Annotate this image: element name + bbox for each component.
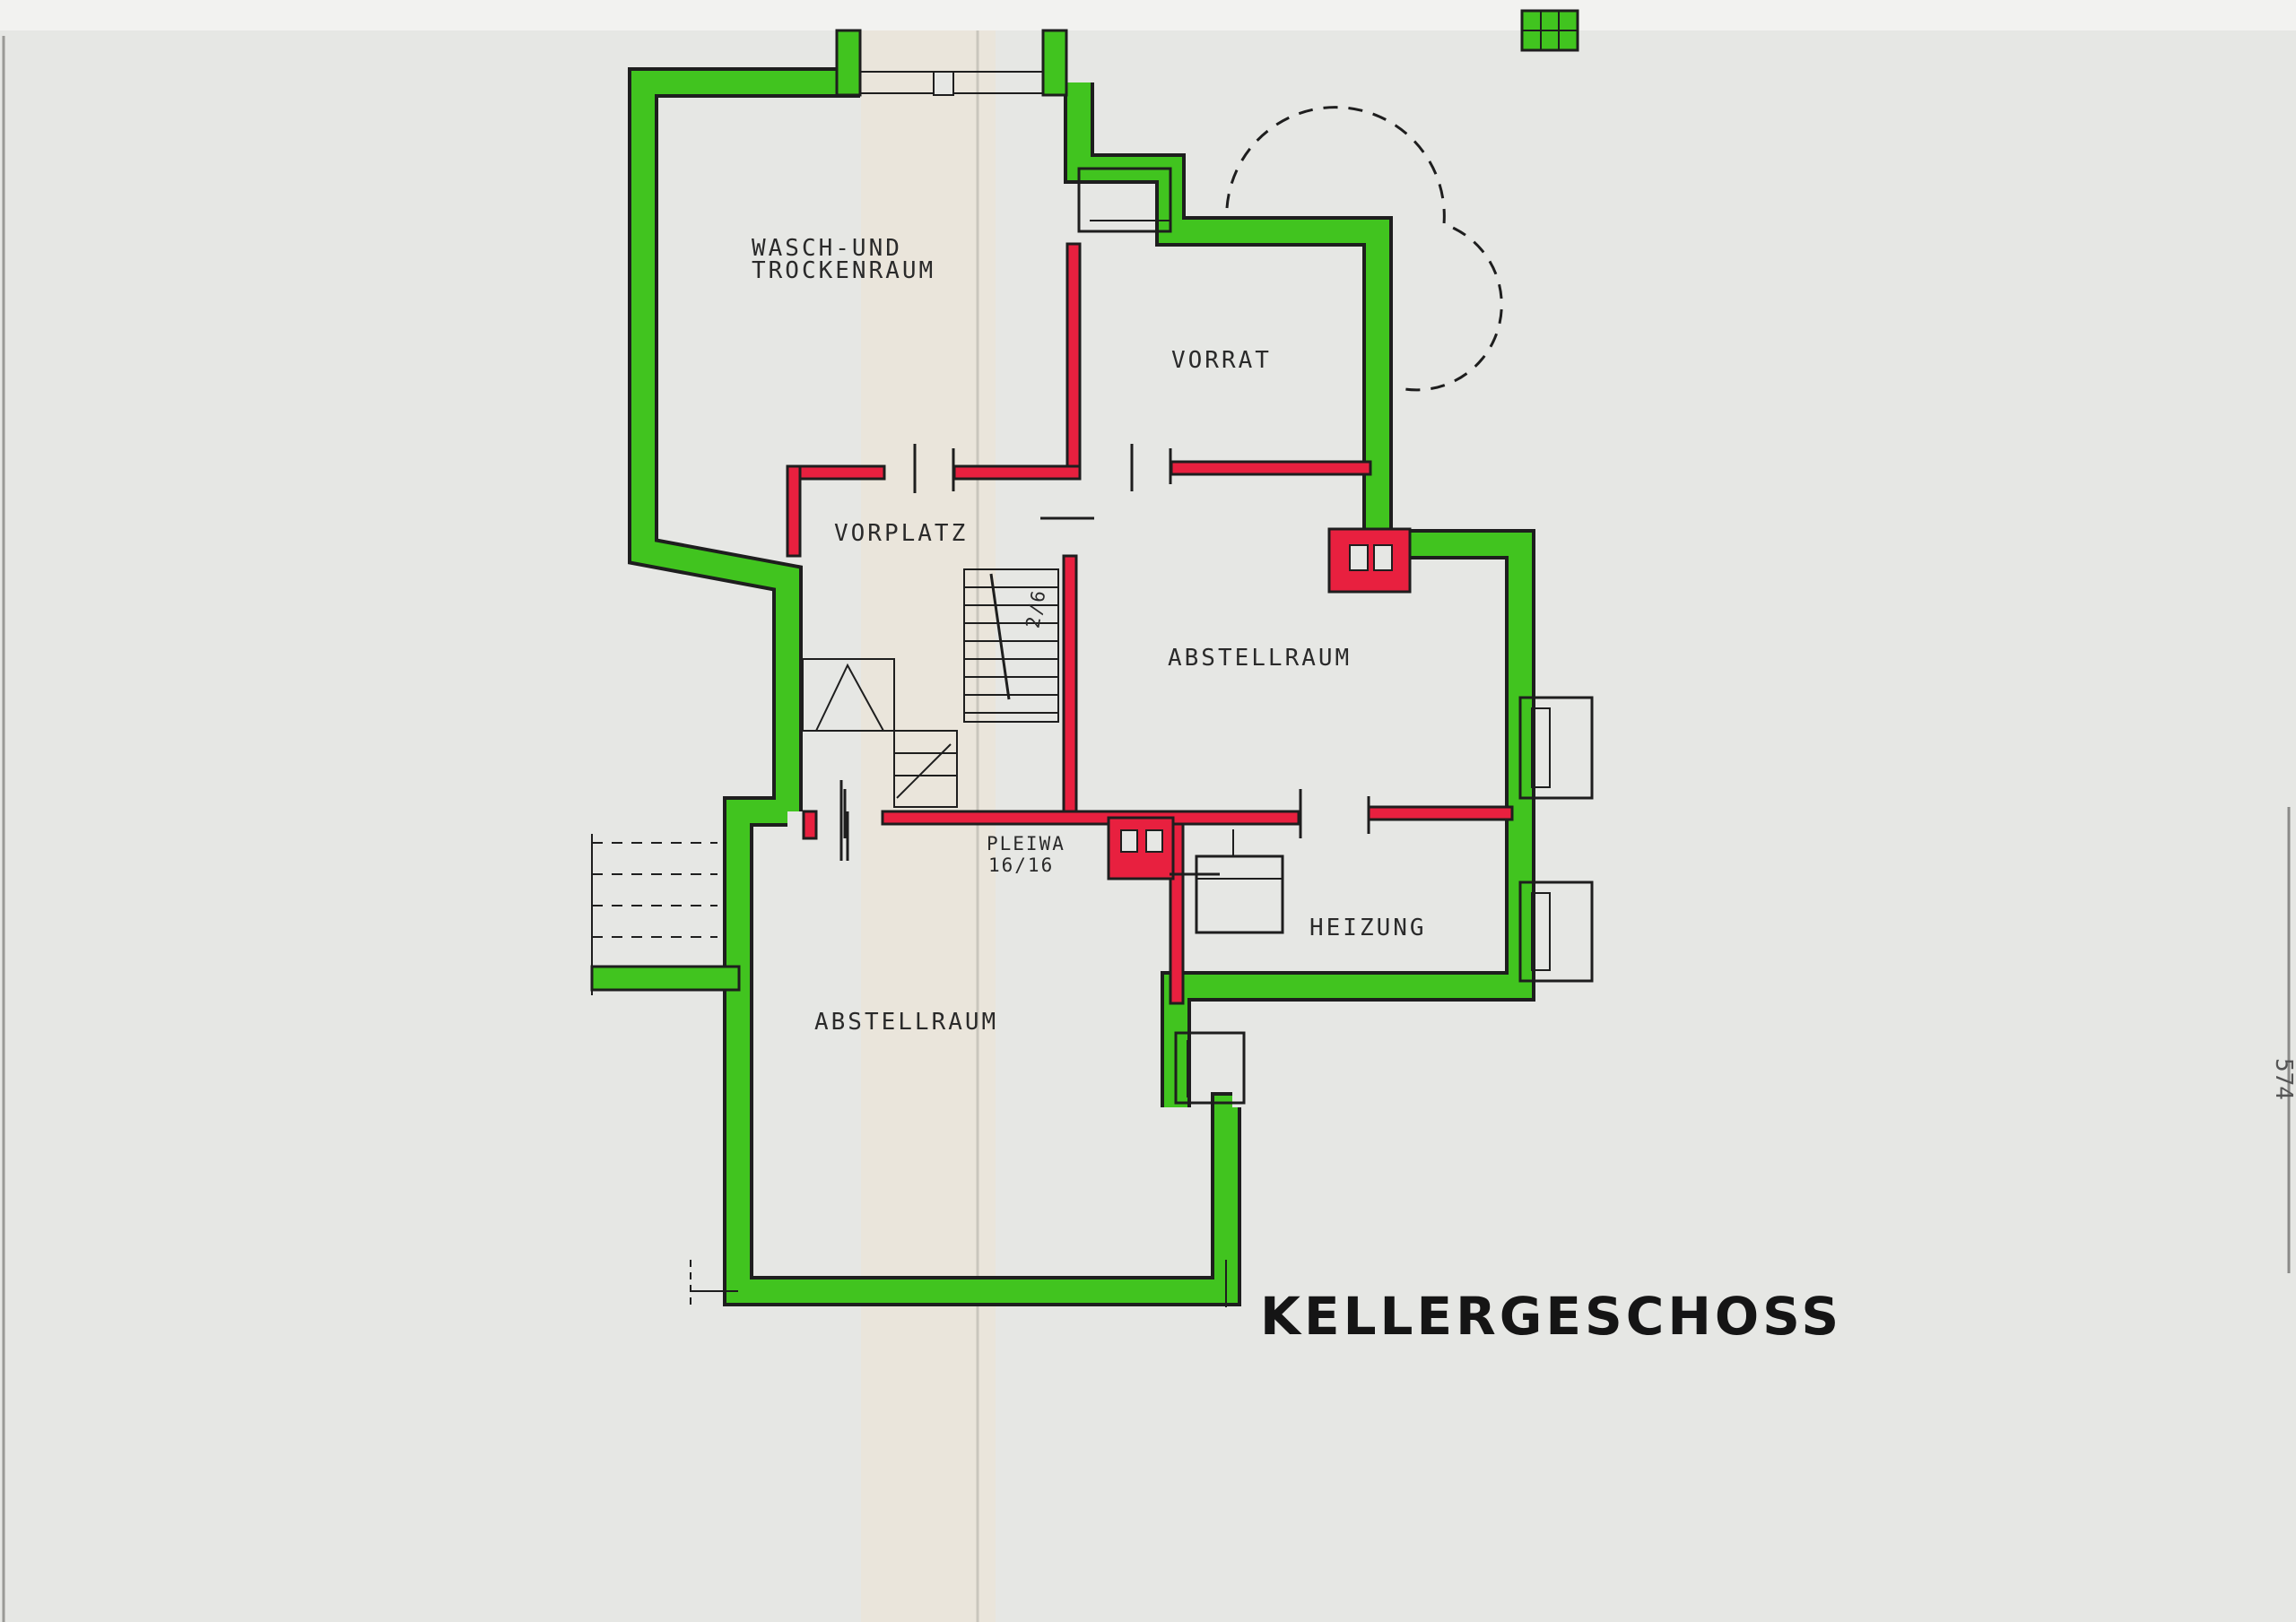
wall-heizung-top — [1367, 805, 1514, 821]
chimney-lower — [1107, 816, 1175, 880]
window-bay-abstell-inner — [1531, 707, 1551, 788]
wall-vorrat-bottom-left — [952, 464, 1082, 481]
chimney-upper — [1327, 527, 1412, 594]
chimney-lower-flue — [1145, 829, 1163, 853]
wall-vorrat-left — [1065, 242, 1082, 481]
window-bay-heizung — [1518, 880, 1594, 983]
stair-outline — [963, 568, 1059, 723]
paper-top-edge — [0, 0, 2296, 30]
wall-abstell-left — [1062, 554, 1078, 820]
room-label-heizung: HEIZUNG — [1309, 915, 1427, 941]
door-swing-arc — [1225, 106, 1503, 392]
inner-walls — [786, 242, 1514, 1005]
chimney-lower-flue — [1120, 829, 1138, 853]
annotation-pleiwa-size: 16/16 — [988, 854, 1054, 876]
stair-arrow — [989, 573, 1011, 700]
room-label-wasch-1: WASCH-UND — [752, 235, 902, 262]
room-label-wasch-2: TROCKENRAUM — [752, 257, 935, 284]
top-notch — [835, 29, 1068, 97]
chimney-flue — [1349, 544, 1369, 571]
wall-mid-horizontal — [881, 810, 1300, 826]
stair-flight — [963, 568, 1059, 723]
window-bay-heizung-inner — [1531, 892, 1551, 971]
annotation-side-number: 574 — [2270, 1058, 2296, 1100]
wall-vorplatz-top — [786, 464, 886, 481]
light-well-lower — [1174, 1031, 1246, 1105]
left-stub-wall — [590, 965, 741, 992]
notch-left-wall — [835, 29, 862, 97]
chimney-flue — [1373, 544, 1393, 571]
plan-title: KELLERGESCHOSS — [1260, 1286, 1842, 1347]
annotation-pleiwa: PLEIWA — [987, 833, 1065, 854]
door-marks — [839, 444, 1370, 876]
wall-wasch-left-fill — [631, 71, 860, 811]
notch-right-wall — [1041, 29, 1068, 97]
stair-left — [802, 658, 958, 808]
heating-boiler — [1195, 854, 1284, 934]
wall-vorplatz-left — [786, 464, 802, 558]
room-label-abstellraum-lower: ABSTELLRAUM — [814, 1009, 998, 1036]
room-label-vorplatz: VORPLATZ — [834, 520, 968, 547]
room-label-vorrat: VORRAT — [1171, 347, 1272, 374]
light-well-upper — [1077, 167, 1172, 233]
paper-fold-band — [861, 30, 996, 1622]
wall-stub-left — [802, 810, 818, 840]
window-bay-abstell — [1518, 696, 1594, 800]
notch-window-post — [933, 71, 954, 96]
wall-lower-abstell-fill — [726, 800, 1238, 1303]
room-label-abstellraum-upper: ABSTELLRAUM — [1168, 645, 1352, 672]
wall-vorrat-bottom-right — [1170, 460, 1372, 476]
